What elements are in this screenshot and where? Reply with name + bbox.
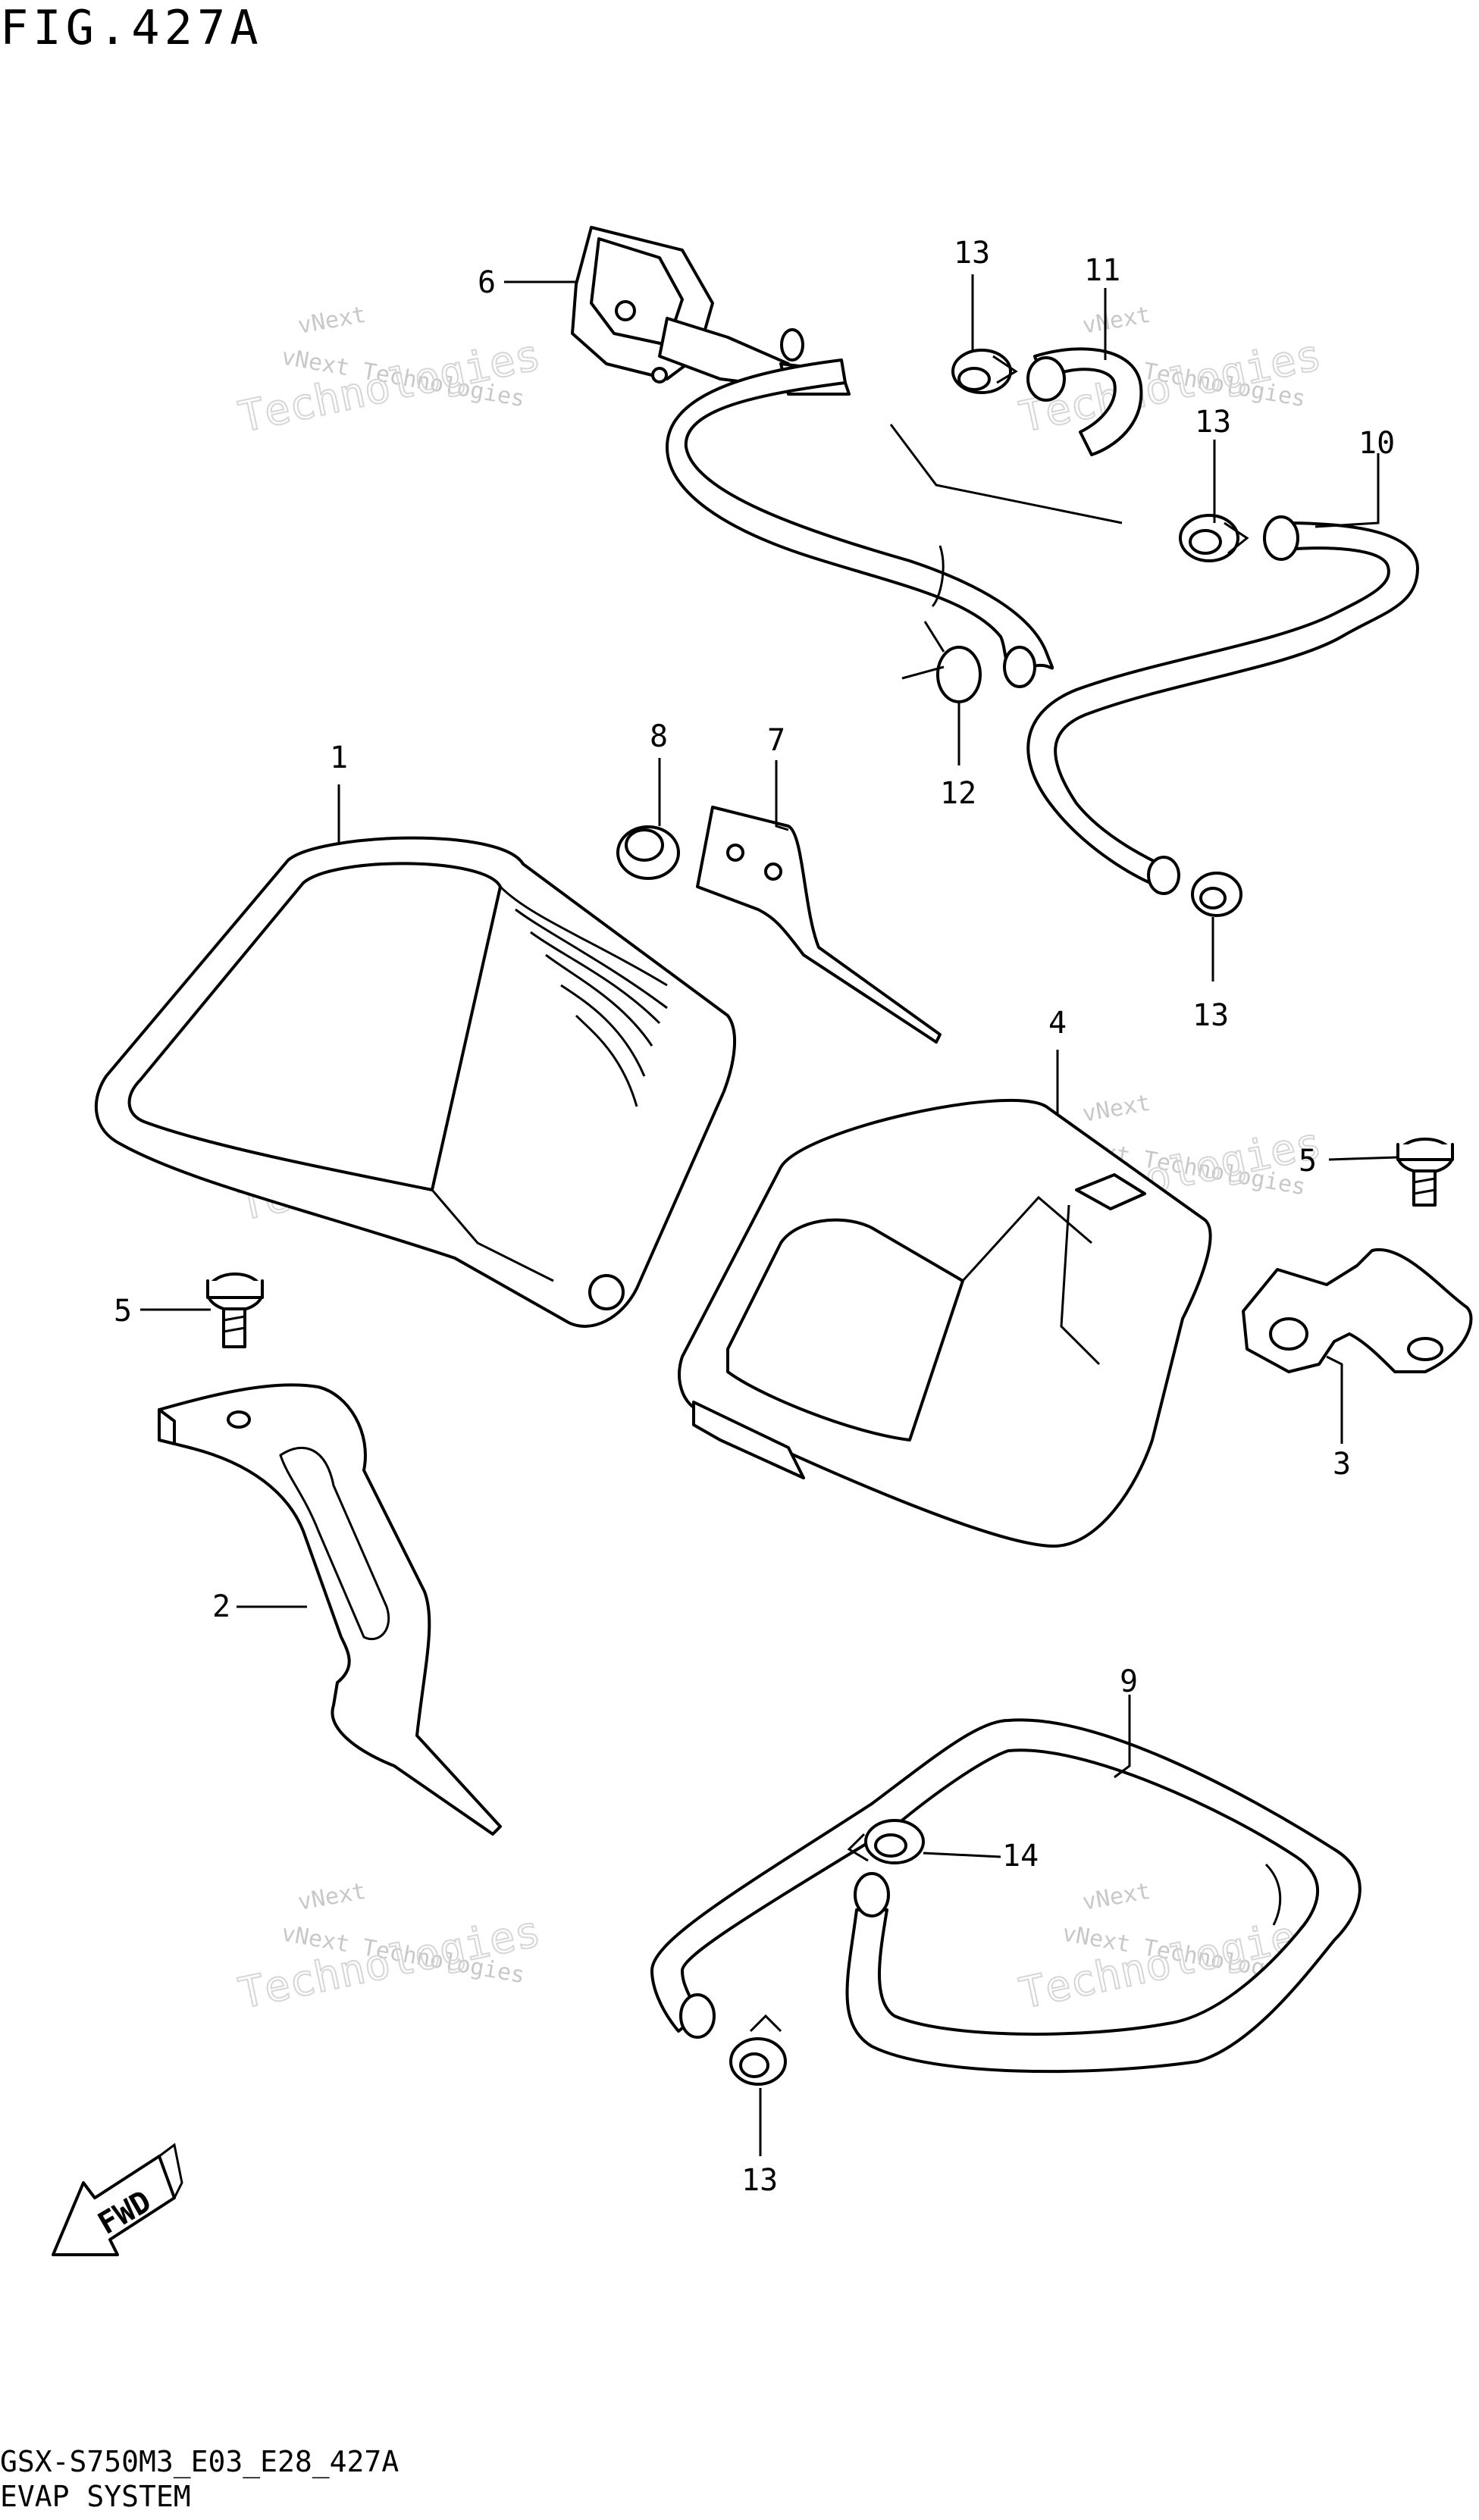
- part-2-bracket[interactable]: [158, 1383, 502, 1836]
- svg-text:vNext: vNext: [296, 302, 368, 340]
- part-10-hose[interactable]: [1026, 515, 1419, 895]
- callout-3: 3: [1333, 1447, 1351, 1482]
- callouts: 6 13 11 13 10 12 1 8 7 13 4 5 5 3 2 9 14…: [114, 236, 1395, 2198]
- callout-7: 7: [767, 723, 785, 758]
- svg-text:vNext: vNext: [1080, 1878, 1152, 1916]
- part-13-clamp-top[interactable]: [951, 349, 1018, 394]
- watermark-top-left: vNext vNext Technologies Technologies: [233, 302, 545, 443]
- part-5-bolt-right[interactable]: [1396, 1138, 1454, 1207]
- callout-9: 9: [1120, 1664, 1138, 1699]
- svg-text:vNext: vNext: [296, 1878, 368, 1916]
- part-8-grommet[interactable]: [616, 825, 680, 880]
- part-13-clamp-lower-right[interactable]: [1191, 872, 1242, 917]
- callout-13: 13: [741, 2163, 778, 2198]
- callout-13: 13: [954, 236, 990, 271]
- part-3-bracket[interactable]: [1242, 1247, 1473, 1373]
- part-14-clamp[interactable]: [847, 1819, 925, 1864]
- svg-text:Technologies: Technologies: [234, 1907, 544, 2019]
- callout-11: 11: [1084, 253, 1120, 288]
- part-13-clamp-bottom[interactable]: [729, 2014, 787, 2086]
- leader-lines: [140, 274, 1399, 2156]
- watermark-bottom-left: vNext vNext Technologies Technologies: [233, 1878, 545, 2020]
- callout-5: 5: [1299, 1144, 1317, 1179]
- part-1-canister[interactable]: [95, 836, 736, 1328]
- svg-text:vNext: vNext: [1080, 1090, 1152, 1128]
- part-5-bolt-left[interactable]: [206, 1273, 264, 1348]
- callout-13: 13: [1195, 405, 1231, 440]
- fwd-arrow-icon: FWD: [52, 2143, 183, 2256]
- part-12-clip[interactable]: [901, 621, 982, 703]
- part-9-hose[interactable]: [650, 1718, 1361, 2074]
- callout-13: 13: [1192, 998, 1229, 1033]
- callout-5: 5: [114, 1294, 132, 1329]
- footer-model-code: GSX-S750M3_E03_E28_427A: [0, 2445, 400, 2478]
- callout-12: 12: [940, 776, 976, 811]
- callout-4: 4: [1048, 1006, 1067, 1041]
- svg-text:vNext: vNext: [1080, 302, 1152, 340]
- callout-2: 2: [212, 1589, 230, 1624]
- callout-1: 1: [330, 740, 348, 775]
- guide-line: [889, 424, 1123, 524]
- figure-title: FIG.427A: [0, 0, 263, 55]
- callout-14: 14: [1002, 1839, 1039, 1874]
- part-11-hose[interactable]: [1026, 347, 1143, 456]
- part-13-clamp-right[interactable]: [1179, 514, 1249, 562]
- part-6-purge-valve[interactable]: [571, 226, 851, 396]
- callout-8: 8: [650, 719, 668, 754]
- svg-text:Technologies: Technologies: [234, 330, 544, 443]
- part-7-bracket[interactable]: [696, 806, 942, 1044]
- footer-section-name: EVAP SYSTEM: [0, 2480, 191, 2513]
- part-12-hose[interactable]: [666, 358, 1054, 688]
- callout-10: 10: [1358, 426, 1395, 461]
- part-4-holder[interactable]: [678, 1099, 1212, 1548]
- callout-6: 6: [478, 265, 496, 300]
